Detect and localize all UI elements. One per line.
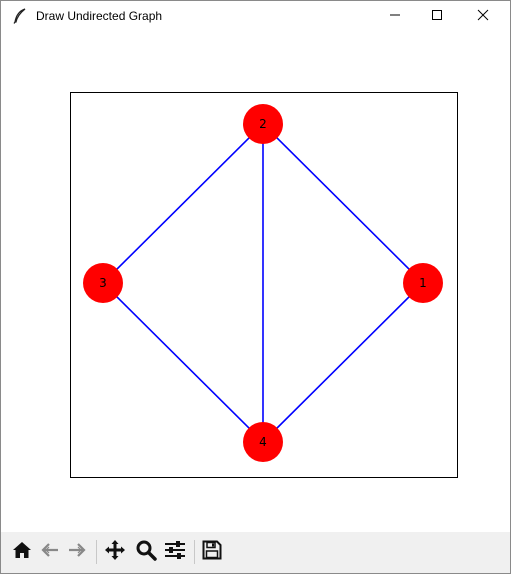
forward-button[interactable]	[66, 541, 88, 563]
window-title: Draw Undirected Graph	[36, 9, 163, 23]
navigation-toolbar	[1, 532, 510, 573]
maximize-button[interactable]	[414, 1, 460, 32]
graph-edge-2-1	[262, 123, 424, 284]
home-icon	[12, 541, 32, 564]
zoom-button[interactable]	[135, 539, 157, 566]
close-icon	[477, 8, 489, 26]
home-button[interactable]	[11, 541, 33, 563]
graph-edge-1-4	[262, 282, 424, 443]
graph-node-3	[83, 263, 123, 303]
graph-edge-2-3	[102, 123, 264, 284]
save-button[interactable]	[201, 540, 223, 565]
feather-icon	[13, 8, 27, 24]
figure-canvas[interactable]: 1 2 3 4	[1, 32, 510, 532]
minimize-icon	[389, 8, 401, 26]
graph-node-label-2: 2	[259, 117, 267, 131]
arrow-left-icon	[40, 542, 60, 563]
move-icon	[104, 539, 126, 566]
graph-node-1	[403, 263, 443, 303]
title-bar[interactable]: Draw Undirected Graph	[1, 1, 510, 32]
minimize-button[interactable]	[372, 1, 418, 32]
pan-button[interactable]	[104, 539, 126, 566]
maximize-icon	[431, 8, 443, 26]
arrow-right-icon	[67, 542, 87, 563]
back-button[interactable]	[39, 541, 61, 563]
graph-node-label-1: 1	[419, 276, 427, 290]
graph-node-4	[243, 422, 283, 462]
sliders-icon	[164, 540, 186, 565]
configure-subplots-button[interactable]	[164, 540, 186, 565]
graph-plot: 1 2 3 4	[70, 92, 458, 478]
magnifier-icon	[135, 539, 157, 566]
node-layer: 1 2 3 4	[83, 104, 443, 462]
edge-layer	[102, 123, 424, 443]
floppy-disk-icon	[202, 540, 222, 565]
toolbar-separator	[194, 540, 195, 564]
graph-node-2	[243, 104, 283, 144]
axes-frame	[70, 92, 458, 478]
toolbar-separator	[96, 540, 97, 564]
close-button[interactable]	[460, 1, 506, 32]
graph-node-label-4: 4	[259, 435, 267, 449]
graph-edge-3-4	[102, 282, 264, 443]
graph-node-label-3: 3	[99, 276, 107, 290]
